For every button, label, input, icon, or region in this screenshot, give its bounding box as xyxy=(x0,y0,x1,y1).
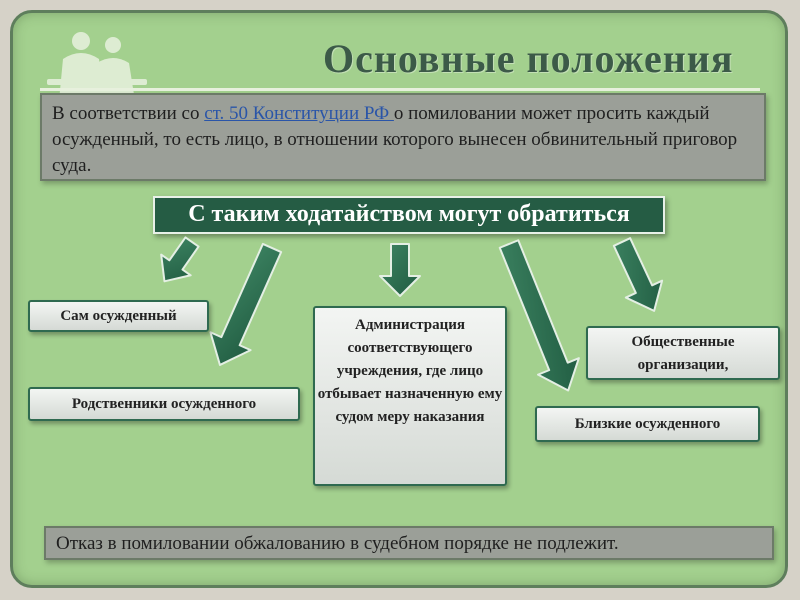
arrow-down-icon xyxy=(209,242,283,366)
petitioners-header: С таким ходатайством могут обратиться xyxy=(153,196,665,234)
petitioner-administration: Администрация соответствующего учреждени… xyxy=(313,306,507,486)
petitioner-convict-self: Сам осужденный xyxy=(28,300,209,332)
footer-note: Отказ в помиловании обжалованию в судебн… xyxy=(44,526,774,560)
arrow-down-icon xyxy=(379,243,421,297)
silhouette-logo-icon xyxy=(47,32,147,101)
intro-text-start: В соответствии со xyxy=(52,103,205,124)
intro-text-box: В соответствии со ст. 50 Конституции РФ … xyxy=(40,93,766,181)
arrow-down-icon xyxy=(612,237,664,312)
arrow-down-icon xyxy=(160,236,200,283)
petitioner-close-persons: Близкие осужденного xyxy=(535,406,760,442)
arrow-down-icon xyxy=(498,239,580,392)
petitioner-relatives: Родственники осужденного xyxy=(28,387,300,421)
intro-text-end: о помиловании может просить каждый осужд… xyxy=(52,103,738,176)
constitution-article-link[interactable]: ст. 50 Конституции РФ xyxy=(204,103,394,124)
page-title: Основные положения xyxy=(323,36,734,81)
title-divider xyxy=(40,88,760,91)
petitioner-public-organizations: Общественные организации, xyxy=(586,326,780,380)
